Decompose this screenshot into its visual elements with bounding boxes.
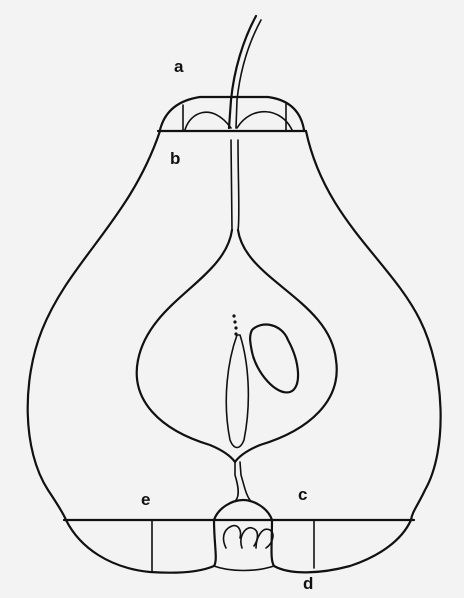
central-vascular-line [231, 140, 232, 230]
label-a: a [174, 58, 183, 75]
calyx-cap-right-lobe [237, 112, 292, 130]
calyx-basin-floor [214, 566, 274, 571]
seed-dot [233, 320, 236, 323]
label-c: c [298, 486, 307, 503]
calyx-cavity [214, 500, 272, 520]
calyx-cap-left-lobe [185, 112, 231, 130]
seed-dot [234, 326, 237, 329]
locule-center [226, 335, 248, 448]
seed-dot [232, 314, 235, 317]
label-d: d [303, 575, 313, 592]
central-vascular-line-right [238, 140, 239, 230]
core-outline [137, 230, 337, 462]
seed-right [250, 325, 298, 393]
sepal-right [256, 529, 273, 548]
core-neck [235, 462, 238, 500]
core-neck-right [240, 462, 250, 500]
sepal-left [224, 526, 241, 548]
label-b: b [170, 150, 180, 167]
calyx-cap-outline [160, 97, 304, 130]
sepal-middle [241, 528, 258, 548]
label-e: e [141, 491, 150, 508]
stem [229, 16, 256, 128]
